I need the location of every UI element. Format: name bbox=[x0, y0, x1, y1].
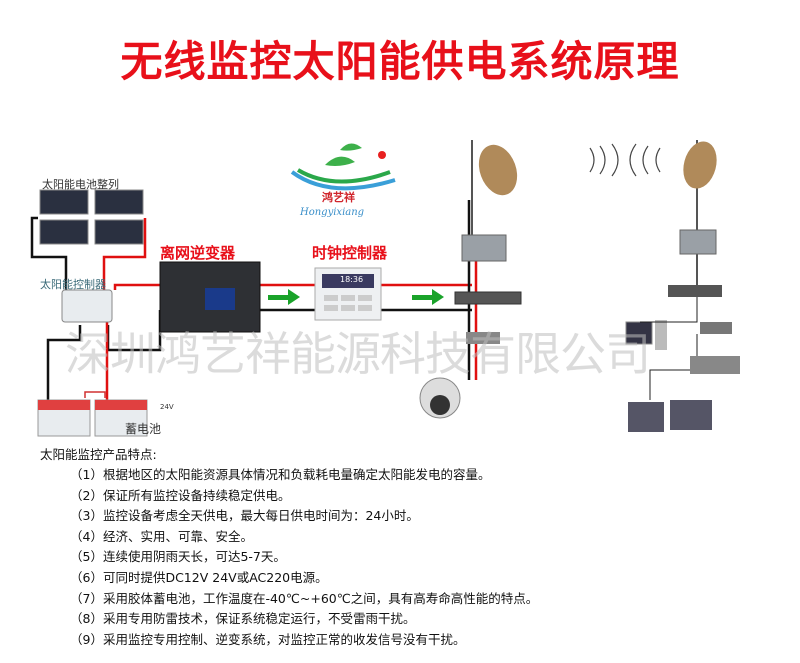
wiring bbox=[30, 200, 478, 400]
logo-text-cn: 鸿艺祥 bbox=[322, 191, 355, 204]
logo-text-en: Hongyixiang bbox=[300, 207, 365, 218]
solar-controller-icon bbox=[61, 289, 113, 323]
battery-label: 蓄电池 bbox=[125, 422, 162, 436]
solar-array-label: 太阳能电池整列 bbox=[42, 178, 119, 191]
flow-arrow-icon bbox=[268, 289, 444, 305]
features-heading: 太阳能监控产品特点: bbox=[40, 447, 157, 462]
receive-tower-icon bbox=[625, 140, 740, 432]
feature-item: （8）采用专用防雷技术，保证系统稳定运行，不受雷雨干扰。 bbox=[70, 611, 416, 627]
clock-display: 18:36 bbox=[340, 275, 364, 284]
battery-icon bbox=[37, 399, 148, 437]
feature-item: （6）可同时提供DC12V 24V或AC220电源。 bbox=[70, 569, 328, 585]
feature-item: （2）保证所有监控设备持续稳定供电。 bbox=[70, 487, 291, 503]
inverter-icon bbox=[159, 261, 261, 333]
feature-item: （4）经济、实用、可靠、安全。 bbox=[70, 528, 253, 544]
solar-panel-array-icon bbox=[39, 189, 144, 245]
transmit-tower-icon bbox=[419, 140, 522, 419]
feature-item: （3）监控设备考虑全天供电，最大每日供电时间为：24小时。 bbox=[70, 508, 419, 524]
clock-controller-label: 时钟控制器 bbox=[312, 244, 388, 262]
feature-item: （7）采用胶体蓄电池，工作温度在-40℃~+60℃之间，具有高寿命高性能的特点。 bbox=[70, 590, 539, 606]
feature-item: （1）根据地区的太阳能资源具体情况和负载耗电量确定太阳能发电的容量。 bbox=[70, 467, 491, 482]
battery-voltage: 24V bbox=[160, 403, 174, 411]
clock-controller-icon bbox=[314, 267, 382, 321]
features-list: 太阳能监控产品特点: （1）根据地区的太阳能资源具体情况和负载耗电量确定太阳能发… bbox=[40, 444, 538, 650]
feature-item: （5）连续使用阴雨天长，可达5-7天。 bbox=[70, 549, 286, 565]
inverter-label: 离网逆变器 bbox=[160, 244, 236, 262]
page-title: 无线监控太阳能供电系统原理 bbox=[120, 37, 680, 86]
feature-item: （9）采用监控专用控制、逆变系统，对监控正常的收发信号没有干扰。 bbox=[70, 631, 466, 647]
wireless-signal-icon bbox=[589, 143, 661, 177]
logo-icon bbox=[290, 143, 396, 191]
watermark: 深圳鸿艺祥能源科技有限公司 bbox=[65, 327, 651, 381]
solar-controller-label: 太阳能控制器 bbox=[40, 278, 106, 291]
